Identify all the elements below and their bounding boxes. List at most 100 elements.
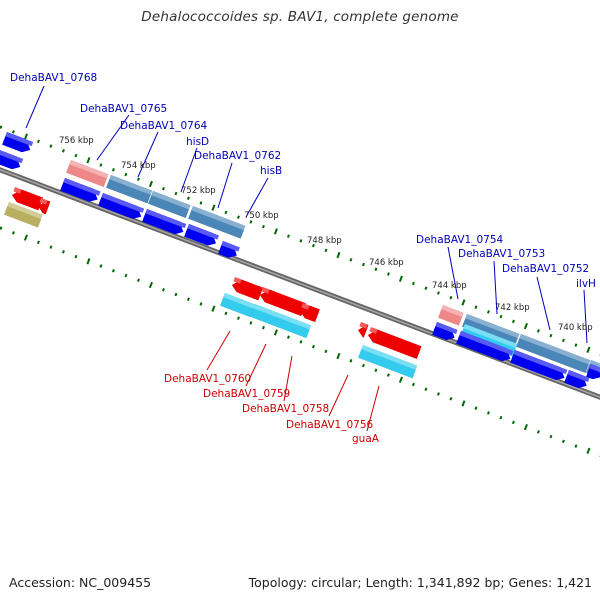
tick-mark: [411, 382, 415, 387]
tick-mark: [361, 363, 365, 368]
tick-mark: [523, 423, 528, 431]
label-leader-line: [583, 289, 588, 344]
tick-mark: [299, 340, 303, 344]
gene-feature: [368, 327, 422, 359]
gene-label: DehaBAV1_0768: [10, 72, 97, 84]
gene-feature: [0, 149, 24, 170]
gene-feature: [432, 322, 458, 340]
tick-mark: [11, 130, 15, 134]
tick-mark: [273, 329, 278, 336]
gene-feature: [260, 287, 307, 316]
gene-feature: [564, 370, 590, 388]
tick-mark: [311, 344, 315, 349]
label-leader-line: [447, 246, 459, 300]
gene-label: hisD: [186, 136, 209, 148]
tick-mark: [111, 269, 115, 273]
tick-mark: [211, 204, 216, 211]
tick-mark: [299, 239, 303, 243]
tick-mark: [336, 251, 341, 259]
tick-mark: [174, 292, 178, 297]
tick-mark: [174, 191, 178, 196]
tick-mark: [261, 325, 265, 330]
gene-feature: [510, 350, 568, 381]
label-leader-line: [25, 85, 45, 129]
tick-mark: [124, 273, 128, 278]
tick-mark: [324, 248, 328, 253]
scale-tick-label: 752 kbp: [181, 186, 216, 196]
gene-feature: [220, 293, 255, 318]
scale-tick-label: 750 kbp: [244, 211, 279, 221]
tick-mark: [273, 228, 278, 235]
tick-mark: [186, 196, 190, 200]
gene-label: hisB: [260, 165, 282, 177]
label-leader-line: [536, 276, 551, 331]
tick-mark: [49, 144, 53, 148]
tick-mark: [561, 338, 565, 343]
gene-label: DehaBAV1_0762: [194, 150, 281, 162]
tick-mark: [186, 297, 190, 301]
gene-feature: [4, 202, 43, 228]
tick-mark: [411, 281, 415, 286]
gene-features: [0, 132, 600, 388]
scale-tick-label: 748 kbp: [307, 236, 342, 246]
label-leader-line: [328, 374, 349, 417]
tick-mark: [511, 420, 515, 425]
gene-feature: [12, 187, 44, 211]
tick-mark: [436, 291, 440, 295]
gene-label: DehaBAV1_0760: [164, 373, 251, 385]
gene-label: DehaBAV1_0756: [286, 419, 374, 431]
tick-mark: [349, 359, 353, 363]
gene-label: DehaBAV1_0764: [120, 120, 208, 132]
label-leader-line: [283, 355, 293, 402]
label-leader-line: [245, 177, 269, 218]
tick-mark: [61, 149, 65, 153]
gene-feature: [148, 191, 191, 218]
scale-tick-labels: 756 kbp 754 kbp 752 kbp 750 kbp 748 kbp …: [59, 136, 593, 333]
genome-backbone: [0, 167, 600, 400]
gene-feature: [184, 224, 219, 246]
tick-mark: [361, 262, 365, 267]
label-leader-line: [137, 131, 159, 178]
tick-mark: [424, 286, 428, 290]
tick-mark: [549, 434, 553, 439]
tick-mark: [286, 234, 290, 238]
label-leader-line: [493, 260, 498, 315]
tick-mark: [549, 333, 553, 338]
gene-label: DehaBAV1_0759: [203, 388, 290, 400]
forward-gene-labels: DehaBAV1_0768 DehaBAV1_0765 DehaBAV1_076…: [10, 72, 596, 290]
label-leader-line: [206, 330, 231, 371]
tick-mark: [99, 264, 103, 268]
tick-mark: [523, 322, 528, 330]
tick-mark: [211, 305, 216, 312]
gene-feature: [438, 305, 464, 326]
tick-mark: [574, 444, 578, 448]
tick-mark: [474, 305, 478, 309]
tick-mark: [199, 201, 203, 205]
tick-mark: [36, 240, 40, 245]
tick-mark: [374, 368, 378, 373]
gene-feature: [250, 304, 312, 338]
tick-mark: [74, 153, 78, 158]
tick-mark: [249, 321, 253, 325]
tick-mark: [0, 125, 3, 129]
tick-mark: [424, 387, 428, 391]
tick-mark: [374, 267, 378, 272]
gene-feature: [38, 198, 51, 215]
label-leader-line: [180, 147, 198, 193]
gene-feature: [300, 303, 320, 323]
tick-mark: [436, 392, 440, 396]
tick-mark: [336, 352, 341, 360]
label-leader-line: [366, 385, 380, 432]
gene-feature: [358, 322, 369, 338]
scale-tick-label: 756 kbp: [59, 136, 94, 146]
tick-mark: [474, 406, 478, 410]
tick-mark: [199, 302, 203, 306]
reverse-gene-labels: DehaBAV1_0760 DehaBAV1_0759 DehaBAV1_075…: [164, 373, 380, 445]
tick-mark: [461, 400, 466, 407]
gene-label: DehaBAV1_0765: [80, 103, 167, 115]
tick-mark: [349, 258, 353, 262]
tick-mark: [261, 224, 265, 229]
tick-mark: [74, 254, 78, 259]
gene-label: DehaBAV1_0753: [458, 248, 545, 260]
scale-tick-label: 742 kbp: [495, 303, 530, 313]
